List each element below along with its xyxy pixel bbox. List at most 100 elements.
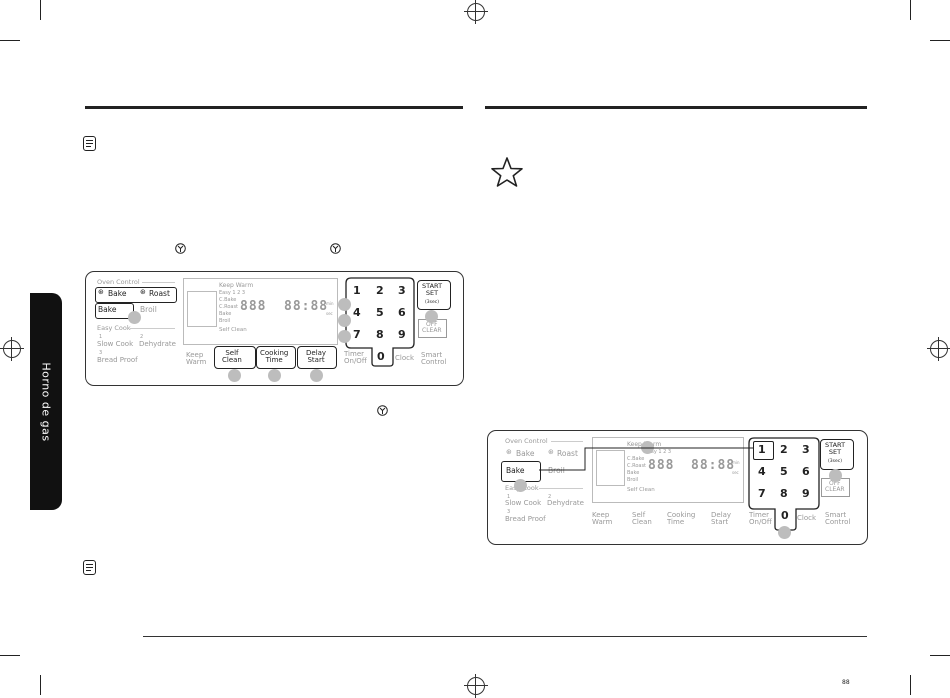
key-0[interactable]: 0 bbox=[781, 509, 789, 522]
timer-button[interactable]: Timer On/Off bbox=[749, 511, 772, 527]
divider bbox=[130, 328, 175, 329]
callout-marker bbox=[310, 369, 323, 382]
display-oven-icon bbox=[187, 291, 217, 327]
key-0[interactable]: 0 bbox=[377, 350, 385, 363]
registration-mark-icon bbox=[0, 337, 24, 361]
convection-fan-icon bbox=[175, 243, 186, 254]
key-2[interactable]: 2 bbox=[780, 443, 788, 456]
easy-num-3: 3 bbox=[507, 509, 511, 515]
key-5[interactable]: 5 bbox=[376, 306, 384, 319]
key-8[interactable]: 8 bbox=[376, 328, 384, 341]
key-9[interactable]: 9 bbox=[802, 487, 810, 500]
divider bbox=[551, 441, 583, 442]
slow-cook-label[interactable]: Slow Cook bbox=[505, 499, 542, 507]
off-clear-label: OFF CLEAR bbox=[422, 321, 442, 335]
divider bbox=[142, 282, 175, 283]
convection-fan-icon bbox=[330, 243, 341, 254]
delay-start-button[interactable] bbox=[297, 346, 337, 369]
temperature-digits: 888 bbox=[648, 458, 675, 473]
key-1-highlight bbox=[753, 441, 774, 460]
connector-line bbox=[539, 447, 753, 471]
bread-proof-label[interactable]: Bread Proof bbox=[97, 356, 138, 364]
key-7[interactable]: 7 bbox=[758, 487, 766, 500]
key-1[interactable]: 1 bbox=[353, 284, 361, 297]
keep-warm-button[interactable]: Keep Warm bbox=[186, 351, 207, 367]
self-clean-button[interactable] bbox=[214, 346, 256, 369]
easy-num-3: 3 bbox=[99, 350, 103, 356]
dehydrate-label[interactable]: Dehydrate bbox=[547, 499, 584, 507]
callout-marker bbox=[425, 310, 438, 323]
min-label: min bbox=[732, 460, 740, 465]
section-tab-label: Horno de gas bbox=[39, 361, 53, 442]
bake-icon: ⊛ bbox=[98, 288, 104, 296]
clock-button[interactable]: Clock bbox=[395, 354, 415, 362]
page-number: 88 bbox=[842, 679, 850, 686]
roast-icon: ⊛ bbox=[140, 288, 146, 296]
key-4[interactable]: 4 bbox=[353, 306, 361, 319]
display-panel bbox=[592, 437, 744, 503]
broil-display: Broil bbox=[627, 477, 639, 483]
key-5[interactable]: 5 bbox=[780, 465, 788, 478]
key-7[interactable]: 7 bbox=[353, 328, 361, 341]
delay-start-label: Delay Start bbox=[306, 349, 327, 365]
start-set-button[interactable] bbox=[417, 280, 451, 310]
dehydrate-label[interactable]: Dehydrate bbox=[139, 340, 176, 348]
crop-mark bbox=[930, 40, 950, 41]
key-2[interactable]: 2 bbox=[376, 284, 384, 297]
display-oven-icon bbox=[596, 450, 625, 486]
crop-mark bbox=[930, 655, 950, 656]
keypad-outline bbox=[748, 437, 820, 531]
key-9[interactable]: 9 bbox=[398, 328, 406, 341]
note-icon bbox=[83, 136, 96, 151]
delay-start-button[interactable]: Delay Start bbox=[711, 511, 732, 527]
self-clean-display: Self Clean bbox=[627, 487, 655, 493]
callout-marker bbox=[514, 479, 527, 492]
cooking-time-label: Cooking Time bbox=[260, 349, 289, 365]
key-3[interactable]: 3 bbox=[802, 443, 810, 456]
off-clear-label: OFF CLEAR bbox=[825, 480, 845, 494]
crop-mark bbox=[910, 0, 911, 20]
slow-cook-label[interactable]: Slow Cook bbox=[97, 340, 134, 348]
crop-mark bbox=[0, 40, 20, 41]
self-clean-label: Self Clean bbox=[222, 349, 242, 365]
self-clean-display: Self Clean bbox=[219, 327, 247, 333]
callout-marker bbox=[778, 526, 791, 539]
smart-control-button[interactable]: Smart Control bbox=[825, 511, 851, 527]
roast-mode-label[interactable]: Roast bbox=[557, 449, 578, 458]
key-6[interactable]: 6 bbox=[802, 465, 810, 478]
key-6[interactable]: 6 bbox=[398, 306, 406, 319]
cooking-time-button[interactable] bbox=[256, 346, 296, 369]
bake-icon: ⊛ bbox=[506, 448, 512, 456]
easy-123-display: Easy 1 2 3 bbox=[645, 449, 672, 455]
start-set-label: START SET bbox=[825, 441, 846, 456]
self-clean-button[interactable]: Self Clean bbox=[632, 511, 652, 527]
bake-display: Bake bbox=[219, 311, 232, 317]
bread-proof-label[interactable]: Bread Proof bbox=[505, 515, 546, 523]
cooking-time-button[interactable]: Cooking Time bbox=[667, 511, 696, 527]
min-label: min bbox=[326, 301, 334, 306]
clock-button[interactable]: Clock bbox=[797, 514, 817, 522]
key-1[interactable]: 1 bbox=[758, 443, 766, 456]
keep-warm-button[interactable]: Keep Warm bbox=[592, 511, 613, 527]
note-icon bbox=[83, 560, 96, 575]
bake-mode-label[interactable]: Bake bbox=[108, 289, 127, 298]
key-3[interactable]: 3 bbox=[398, 284, 406, 297]
temperature-digits: 888 bbox=[240, 299, 267, 314]
easy-num-1: 1 bbox=[99, 334, 103, 340]
key-8[interactable]: 8 bbox=[780, 487, 788, 500]
cbake-display: C.Bake bbox=[219, 297, 237, 303]
key-4[interactable]: 4 bbox=[758, 465, 766, 478]
bake-button-label: Bake bbox=[98, 305, 117, 314]
control-panel-diagram bbox=[487, 430, 868, 545]
croast-display: C.Roast bbox=[219, 304, 239, 310]
timer-button[interactable]: Timer On/Off bbox=[344, 350, 367, 366]
right-header-rule bbox=[485, 106, 867, 109]
broil-button-label[interactable]: Broil bbox=[140, 305, 157, 314]
easy-123-display: Easy 1 2 3 bbox=[219, 290, 246, 296]
bake-display: Bake bbox=[627, 470, 640, 476]
croast-display: C.Roast bbox=[627, 463, 647, 469]
bake-mode-label[interactable]: Bake bbox=[516, 449, 535, 458]
roast-mode-label[interactable]: Roast bbox=[149, 289, 170, 298]
callout-marker bbox=[338, 298, 351, 311]
smart-control-button[interactable]: Smart Control bbox=[421, 351, 447, 367]
